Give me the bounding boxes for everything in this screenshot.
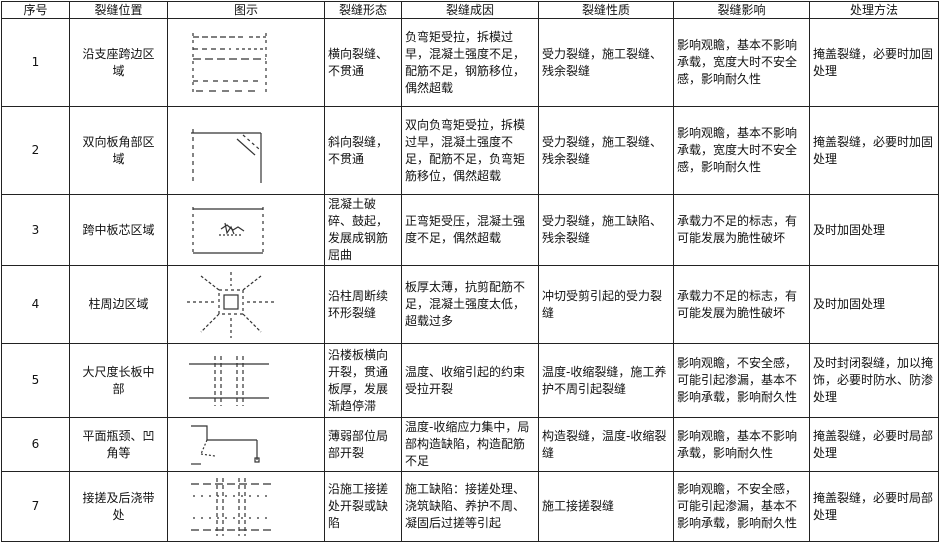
crack-position: 接搓及后浇带处 bbox=[69, 471, 168, 542]
header-nature: 裂缝性质 bbox=[538, 1, 674, 19]
crack-form: 沿施工接搓处开裂或缺陷 bbox=[324, 471, 402, 542]
crack-cause: 温度-收缩应力集中，局部构造缺陷，构造配筋不足 bbox=[401, 417, 539, 472]
crack-cause: 板厚太薄，抗剪配筋不足，混凝土强度太低，超载过多 bbox=[401, 265, 539, 344]
crack-position: 双向板角部区域 bbox=[69, 106, 168, 195]
mid-span-figure bbox=[167, 194, 325, 266]
crack-form: 沿柱周断续环形裂缝 bbox=[324, 265, 402, 344]
reentrant-corner-figure bbox=[167, 417, 325, 472]
header-no: 序号 bbox=[1, 1, 70, 19]
crack-cause: 温度、收缩引起的约束受拉开裂 bbox=[401, 343, 539, 418]
crack-nature: 施工接搓裂缝 bbox=[538, 471, 674, 542]
row-number: 5 bbox=[1, 343, 70, 418]
header-form: 裂缝形态 bbox=[324, 1, 402, 19]
row-number: 2 bbox=[1, 106, 70, 195]
crack-position: 沿支座跨边区域 bbox=[69, 18, 168, 107]
header-row: 序号 裂缝位置 图示 裂缝形态 裂缝成因 裂缝性质 裂缝影响 处理方法 bbox=[1, 1, 939, 19]
crack-impact: 承载力不足的标志，有可能发展为脆性破坏 bbox=[673, 194, 810, 266]
table-row: 1 沿支座跨边区域 横向裂缝、不贯通 负弯矩受拉，拆模过早，混凝土强度不足，配筋… bbox=[1, 18, 939, 107]
row-number: 4 bbox=[1, 265, 70, 344]
crack-form: 横向裂缝、不贯通 bbox=[324, 18, 402, 107]
crack-position: 跨中板芯区域 bbox=[69, 194, 168, 266]
row-number: 7 bbox=[1, 471, 70, 542]
crack-cause: 施工缺陷：接搓处理、浇筑缺陷、养护不周、凝固后过搓等引起 bbox=[401, 471, 539, 542]
crack-impact: 影响观瞻，基本不影响承载，宽度大时不安全感，影响耐久性 bbox=[673, 18, 810, 107]
crack-form: 薄弱部位局部开裂 bbox=[324, 417, 402, 472]
crack-impact: 影响观瞻，基本不影响承载，影响耐久性 bbox=[673, 417, 810, 472]
construction-joint-figure bbox=[167, 471, 325, 542]
row-number: 6 bbox=[1, 417, 70, 472]
crack-nature: 构造裂缝，温度-收缩裂缝 bbox=[538, 417, 674, 472]
crack-impact: 影响观瞻，基本不影响承载，宽度大时不安全感，影响耐久性 bbox=[673, 106, 810, 195]
header-figure: 图示 bbox=[167, 1, 325, 19]
crack-treatment: 掩盖裂缝，必要时加固处理 bbox=[809, 106, 939, 195]
table-row: 7 接搓及后浇带处 沿施工接搓处开裂或缺陷 施工缺陷：接搓处理、浇筑缺陷、养护不… bbox=[1, 471, 939, 542]
crack-form: 斜向裂缝，不贯通 bbox=[324, 106, 402, 195]
row-number: 3 bbox=[1, 194, 70, 266]
crack-nature: 受力裂缝，施工缺陷、残余裂缝 bbox=[538, 194, 674, 266]
header-position: 裂缝位置 bbox=[69, 1, 168, 19]
crack-impact: 影响观瞻，不安全感，可能引起渗漏，基本不影响承载，影响耐久性 bbox=[673, 343, 810, 418]
long-slab-figure bbox=[167, 343, 325, 418]
crack-position: 大尺度长板中部 bbox=[69, 343, 168, 418]
column-perimeter-figure bbox=[167, 265, 325, 344]
crack-treatment: 掩盖裂缝，必要时局部处理 bbox=[809, 417, 939, 472]
crack-nature: 冲切受剪引起的受力裂缝 bbox=[538, 265, 674, 344]
crack-position: 柱周边区域 bbox=[69, 265, 168, 344]
corner-crack-figure bbox=[167, 106, 325, 195]
table-row: 3 跨中板芯区域 混凝土破碎、鼓起，发展成钢筋屈曲 正弯矩受压，混凝土强度不足，… bbox=[1, 194, 939, 266]
crack-position: 平面瓶颈、凹角等 bbox=[69, 417, 168, 472]
table-row: 6 平面瓶颈、凹角等 薄弱部位局部开裂 温度-收缩应力集中，局部构造缺陷，构造配… bbox=[1, 417, 939, 472]
row-number: 1 bbox=[1, 18, 70, 107]
crack-form: 沿楼板横向开裂，贯通板厚，发展渐趋停滞 bbox=[324, 343, 402, 418]
crack-impact: 影响观瞻，不安全感，可能引起渗漏，基本不影响承载，影响耐久性 bbox=[673, 471, 810, 542]
crack-treatment: 及时加固处理 bbox=[809, 265, 939, 344]
crack-cause: 负弯矩受拉，拆模过早，混凝土强度不足，配筋不足，钢筋移位，偶然超载 bbox=[401, 18, 539, 107]
crack-form: 混凝土破碎、鼓起，发展成钢筋屈曲 bbox=[324, 194, 402, 266]
table-row: 4 柱周边区域 沿柱周断续环形裂缝 板厚太薄，抗剪配筋不足，混凝土强度太低，超载 bbox=[1, 265, 939, 344]
table-row: 2 双向板角部区域 斜向裂缝，不贯通 双向负弯矩受拉，拆模过早，混凝土强度不足，… bbox=[1, 106, 939, 195]
crack-impact: 承载力不足的标志，有可能发展为脆性破坏 bbox=[673, 265, 810, 344]
crack-treatment: 掩盖裂缝，必要时局部处理 bbox=[809, 471, 939, 542]
crack-nature: 受力裂缝，施工裂缝、残余裂缝 bbox=[538, 106, 674, 195]
table-row: 5 大尺度长板中部 沿楼板横向开裂，贯通板厚，发展渐趋停滞 温度、收缩引起的约束… bbox=[1, 343, 939, 418]
crack-nature: 受力裂缝，施工裂缝、残余裂缝 bbox=[538, 18, 674, 107]
edge-cracks-figure bbox=[167, 18, 325, 107]
crack-cause: 正弯矩受压，混凝土强度不足，偶然超载 bbox=[401, 194, 539, 266]
header-impact: 裂缝影响 bbox=[673, 1, 810, 19]
header-cause: 裂缝成因 bbox=[401, 1, 539, 19]
crack-treatment: 及时加固处理 bbox=[809, 194, 939, 266]
crack-cause: 双向负弯矩受拉，拆模过早，混凝土强度不足，配筋不足，负弯矩筋移位，偶然超载 bbox=[401, 106, 539, 195]
crack-treatment: 及时封闭裂缝，加以掩饰，必要时防水、防渗处理 bbox=[809, 343, 939, 418]
header-treatment: 处理方法 bbox=[809, 1, 939, 19]
crack-treatment: 掩盖裂缝，必要时加固处理 bbox=[809, 18, 939, 107]
crack-nature: 温度-收缩裂缝，施工养护不周引起裂缝 bbox=[538, 343, 674, 418]
